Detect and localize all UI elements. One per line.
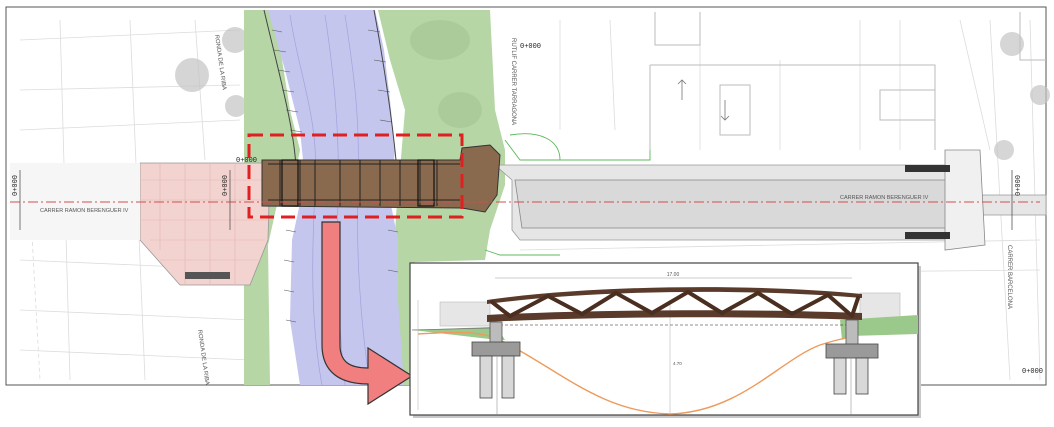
street-label-tarragona: RUTLIF CARRER TARRAGONA: [510, 38, 516, 125]
highlight-box: [247, 133, 464, 219]
crossing-area: [944, 149, 986, 251]
pedestrian-crossing: [905, 165, 950, 239]
tree-symbols: [175, 27, 1050, 160]
plaza-steps: [185, 272, 230, 279]
left-street: [10, 163, 140, 240]
street-label-berenguer-right: CARRER RAMON BERENGUER IV: [840, 195, 929, 201]
tree-canopy: [438, 92, 482, 128]
left-bank-line: [263, 9, 297, 171]
street-label-barcelona: CARRER BARCELONA: [1006, 245, 1012, 309]
buildings-outline: [649, 12, 1046, 150]
section-ground-right: [840, 315, 918, 340]
section-truss-diagonals: [490, 290, 860, 318]
green-outline: [484, 133, 651, 256]
chainage-bridge-end: 0+000: [236, 157, 257, 165]
section-ground-left: [412, 327, 505, 340]
section-top-chord: [487, 287, 862, 304]
chainage-bottom-right: 0+000: [1022, 368, 1043, 376]
tree-canopy: [410, 20, 470, 60]
chainage-right-edge: 0+000: [1015, 175, 1023, 196]
road-carriageway: [514, 179, 951, 229]
chainage-top-right: 0+000: [520, 43, 541, 51]
bridge-abutments: [281, 159, 435, 207]
bridge-truss-plan: [268, 160, 460, 206]
street-label-berenguer-left: CARRER RAMON BERENGUER IV: [40, 208, 129, 214]
north-arrow-icon: [677, 79, 730, 121]
chainage-left-of-bridge: 0+000: [222, 175, 230, 196]
chainage-left-edge: 0+000: [12, 175, 20, 196]
section-ground-line: [411, 327, 491, 331]
section-abutment-left: [471, 321, 521, 414]
depth-dimension-label: 4.70: [673, 361, 682, 366]
section-inset: 17.00 4.70: [409, 262, 921, 418]
section-abutment-right: [825, 319, 879, 414]
plaza-grid: [140, 163, 270, 285]
span-dimension-label: 17.00: [667, 272, 680, 278]
right-bank-line: [373, 9, 397, 161]
plan-view: RONDA DE LA RIBA RONDA DE LA RIBA RUTLIF…: [5, 6, 1050, 386]
section-building-left: [439, 301, 491, 327]
